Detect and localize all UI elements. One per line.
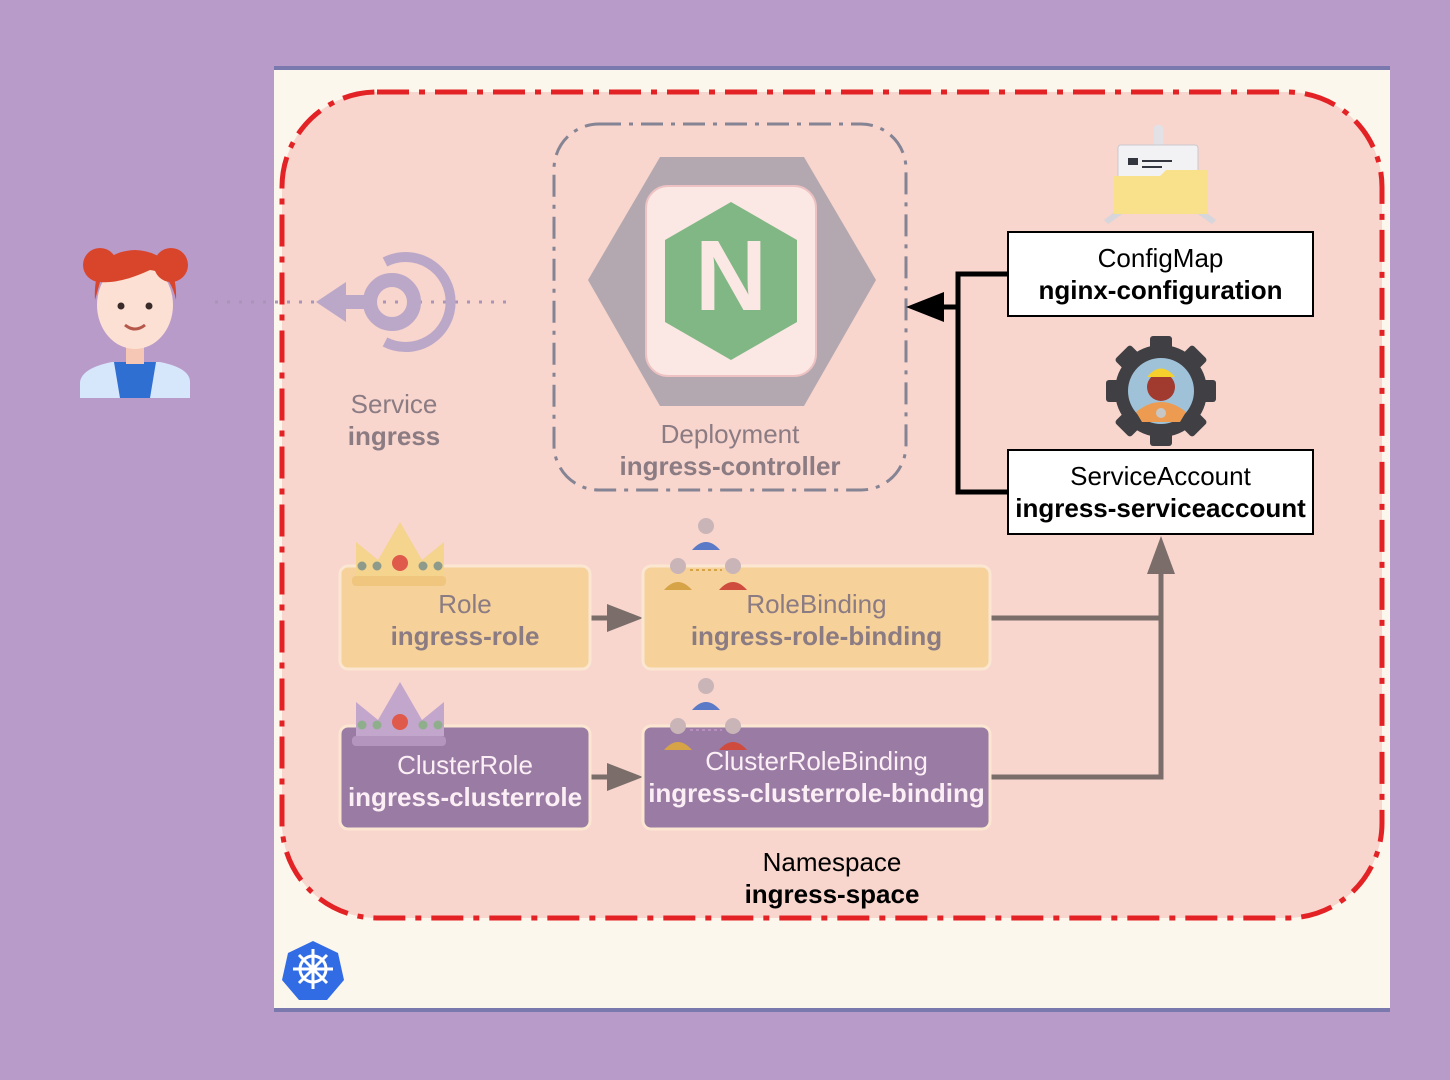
binding-to-serviceaccount-arrow: [1147, 536, 1175, 574]
serviceaccount-label: ServiceAccount ingress-serviceaccount: [1008, 460, 1313, 524]
rolebinding-people-icon: [664, 518, 747, 590]
folder-config-icon: [1104, 125, 1216, 224]
serviceaccount-kind: ServiceAccount: [1070, 461, 1251, 491]
namespace-label: Namespace ingress-space: [672, 846, 992, 910]
namespace-name: ingress-space: [744, 879, 920, 909]
role-label: Role ingress-role: [340, 588, 590, 652]
gear-worker-icon: [1106, 336, 1216, 446]
rolebinding-label: RoleBinding ingress-role-binding: [643, 588, 990, 652]
configmap-kind: ConfigMap: [1097, 243, 1224, 273]
user-avatar-icon: [80, 248, 190, 398]
serviceaccount-name: ingress-serviceaccount: [1015, 493, 1306, 523]
configmap-label: ConfigMap nginx-configuration: [1008, 242, 1313, 306]
role-to-binding-arrow: [607, 604, 643, 632]
role-box: [338, 564, 592, 671]
deployment-kind: Deployment: [660, 419, 800, 449]
clusterrole-crown-icon: [352, 682, 446, 746]
binding-connectors: [590, 568, 1164, 780]
deployment-label: Deployment ingress-controller: [570, 418, 890, 482]
role-name: ingress-role: [390, 621, 540, 651]
configmap-box: [1007, 231, 1314, 317]
clusterrole-box: [338, 724, 592, 831]
deployment-arrow-head: [906, 292, 944, 322]
role-kind: Role: [438, 589, 492, 619]
clusterrolebinding-name: ingress-clusterrole-binding: [648, 778, 985, 808]
clusterrole-label: ClusterRole ingress-clusterrole: [340, 749, 590, 813]
service-name: ingress: [347, 421, 441, 451]
rolebinding-name: ingress-role-binding: [690, 621, 943, 651]
configmap-name: nginx-configuration: [1038, 275, 1283, 305]
namespace-kind: Namespace: [762, 847, 902, 877]
service-kind: Service: [350, 389, 438, 419]
serviceaccount-box: [1007, 449, 1314, 535]
rolebinding-box: [641, 564, 992, 671]
kubernetes-helm-icon: [282, 941, 344, 1000]
deployment-name: ingress-controller: [619, 451, 841, 481]
role-crown-icon: [352, 522, 446, 586]
nginx-icon: [588, 157, 876, 406]
service-label: Service ingress: [330, 388, 458, 452]
clusterrolebinding-kind: ClusterRoleBinding: [705, 746, 928, 776]
configmap-to-deployment-line: [955, 271, 1008, 495]
service-icon: [316, 252, 456, 352]
nginx-logo-letter: N: [695, 220, 767, 332]
clusterrole-to-binding-arrow: [607, 763, 643, 791]
clusterrolebinding-people-icon: [664, 678, 747, 750]
clusterrolebinding-box: [641, 724, 992, 831]
rolebinding-kind: RoleBinding: [746, 589, 887, 619]
clusterrole-kind: ClusterRole: [397, 750, 533, 780]
clusterrolebinding-label: ClusterRoleBinding ingress-clusterrole-b…: [643, 745, 990, 809]
clusterrole-name: ingress-clusterrole: [347, 782, 583, 812]
